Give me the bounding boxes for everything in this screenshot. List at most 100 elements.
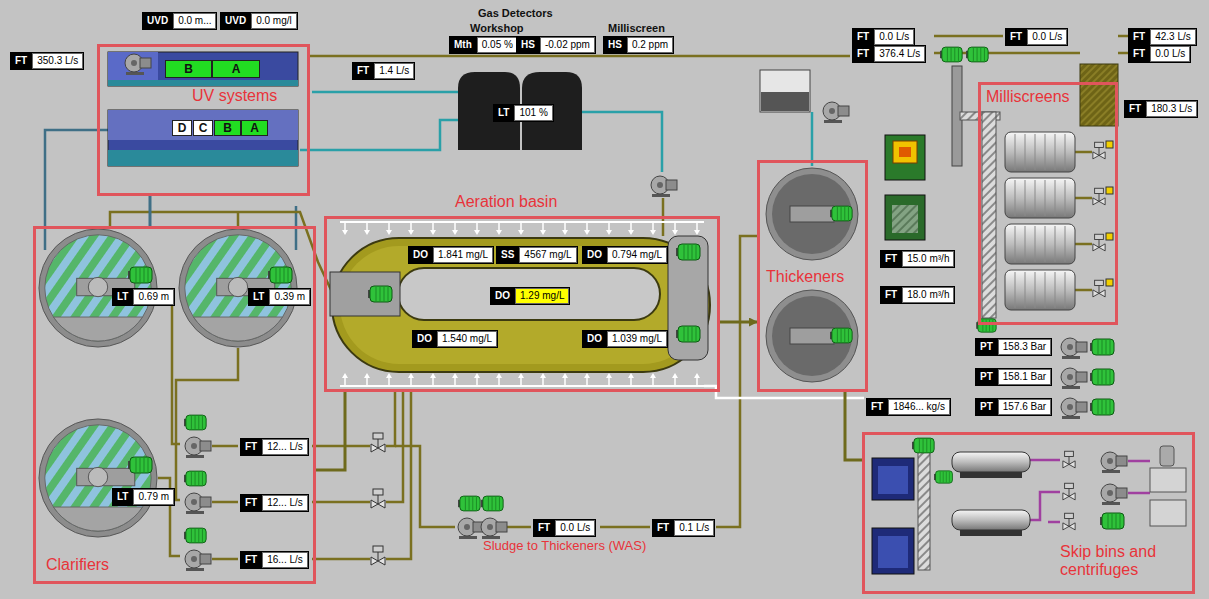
pipe-connector — [149, 196, 152, 226]
uv-units — [125, 54, 151, 75]
instrument-readout: FT350.3 L/s — [10, 52, 84, 70]
tag-name: FT — [1125, 101, 1145, 117]
instrument-readout: FT0.0 L/s — [1005, 28, 1068, 46]
area-label: Clarifiers — [46, 556, 109, 574]
milliscreen-equipment — [982, 112, 996, 318]
aeration-track — [398, 268, 660, 320]
instrument-readout: UVD0.0 m... — [142, 12, 217, 30]
reading-value: 1.039 mg/L — [607, 331, 667, 347]
tag-name: DO — [583, 331, 606, 347]
clarifier-tanks — [458, 496, 480, 511]
clarifier-tanks — [185, 437, 211, 458]
aeration-track — [368, 286, 392, 302]
clarifier-tanks — [128, 457, 152, 473]
area-label: Thickeners — [766, 268, 844, 286]
area-outline: ClarifiersLT0.69 mLT0.39 mFT12... L/sLT0… — [33, 226, 316, 584]
bank-letter: A — [250, 121, 259, 135]
reading-value: 0.79 m — [133, 489, 174, 505]
uv-units — [108, 80, 298, 86]
tag-name: HS — [517, 37, 539, 53]
milliscreen-equipment — [1093, 188, 1105, 205]
tag-name: FT — [241, 439, 261, 455]
reading-value: 180.3 L/s — [1146, 101, 1197, 117]
instrument-readout: DO1.540 mg/L — [412, 330, 498, 348]
clarifier-tanks — [184, 528, 206, 543]
instrument-readout: DO1.039 mg/L — [582, 330, 668, 348]
tag-name: FT — [1129, 46, 1149, 62]
milliscreen-equipment — [1015, 134, 1065, 308]
thickener-tanks — [772, 174, 852, 254]
reading-value: 1.29 mg/L — [515, 288, 569, 304]
uv-units — [108, 110, 298, 166]
uv-bank-cell: C — [193, 120, 213, 136]
dewatering-equipment — [878, 466, 908, 494]
reading-value: 12... L/s — [262, 439, 308, 455]
dewatering-equipment — [952, 452, 1030, 472]
tag-name: Mth — [450, 37, 476, 53]
aeration-track — [340, 222, 704, 386]
reading-value: 0.69 m — [133, 289, 174, 305]
pipework — [312, 446, 370, 559]
instrument-readout: FT18.0 m³/h — [880, 286, 955, 304]
tag-name: DO — [409, 247, 432, 263]
aeration-track — [676, 326, 700, 342]
annotation-text: Sludge to Thickeners (WAS) — [483, 538, 646, 553]
tag-name: LT — [494, 105, 513, 121]
milliscreen-equipment — [1080, 64, 1118, 126]
clarifier-tanks — [481, 518, 507, 539]
area-outline: Thickeners — [757, 160, 868, 392]
area-outline: Skip bins and centrifuges — [862, 432, 1195, 594]
tag-name: DO — [491, 288, 514, 304]
aeration-track — [330, 272, 400, 316]
tag-name: FT — [11, 53, 31, 69]
tag-name: FT — [241, 495, 261, 511]
instrument-readout: FT0.0 L/s — [1128, 45, 1191, 63]
reading-value: 0.0 L/s — [1027, 29, 1067, 45]
milliscreen-equipment — [1061, 398, 1087, 419]
tag-name: FT — [853, 46, 873, 62]
milliscreen-equipment — [966, 47, 988, 62]
dewatering-equipment — [1100, 513, 1124, 529]
pipework — [45, 36, 1150, 559]
instrument-readout: FT0.1 L/s — [652, 519, 715, 537]
area-label: UV systems — [192, 87, 277, 105]
reading-value: 1.540 mg/L — [437, 331, 497, 347]
milliscreen-equipment — [1106, 233, 1113, 240]
uv-bank-cell: B — [165, 60, 212, 78]
bank-letter: B — [184, 62, 193, 76]
reading-value: 18.0 m³/h — [902, 287, 954, 303]
instrument-readout: DO1.841 mg/L — [408, 246, 494, 264]
panel-subheading: Workshop — [470, 22, 524, 34]
tag-name: FT — [653, 520, 673, 536]
instrument-readout: LT0.69 m — [112, 288, 175, 306]
reading-value: 1.4 L/s — [374, 63, 414, 79]
thickener-tanks — [760, 70, 810, 112]
tag-name: UVD — [221, 13, 250, 29]
instrument-readout: HS-0.02 ppm — [516, 36, 596, 54]
pipework — [395, 446, 455, 527]
milliscreen-equipment — [1090, 369, 1114, 385]
tag-name: LT — [249, 289, 268, 305]
pipework — [310, 55, 850, 58]
clarifier-tanks — [458, 518, 484, 539]
dewatering-equipment — [1101, 452, 1127, 473]
pipework — [1128, 461, 1150, 493]
instrument-readout: PT158.3 Bar — [975, 338, 1052, 356]
pipework — [1030, 460, 1060, 522]
clarifier-tanks — [185, 493, 211, 514]
reading-value: 158.1 Bar — [998, 369, 1051, 385]
area-outline: Milliscreens — [978, 82, 1118, 325]
dewatering-equipment — [960, 530, 1022, 536]
tag-name: FT — [1129, 29, 1149, 45]
area-label: Skip bins and centrifuges — [1060, 543, 1190, 579]
reading-value: 0.0 L/s — [874, 29, 914, 45]
instrument-readout: FT180.3 L/s — [1124, 100, 1198, 118]
dewatering-equipment — [912, 438, 934, 453]
aeration-track — [345, 222, 697, 386]
instrument-readout: FT15.0 m³/h — [880, 250, 955, 268]
milliscreen-equipment — [885, 47, 1118, 419]
aeration-track — [342, 230, 700, 378]
tag-name: FT — [853, 29, 873, 45]
milliscreen-equipment — [1106, 187, 1113, 194]
thickener-tanks — [823, 102, 849, 123]
